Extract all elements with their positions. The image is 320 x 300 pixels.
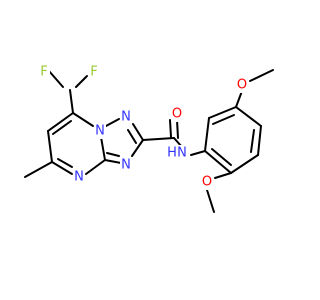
- bond-aryl-OMe-bottom: [214, 172, 232, 179]
- bond-Ccarbonyl-O: [169, 119, 172, 138]
- bond-N1-C2: [132, 123, 144, 141]
- bonds: [24, 69, 274, 213]
- bond-aryl-2-double: [212, 114, 235, 125]
- bond-N3-C3a-double: [106, 152, 120, 157]
- bond-Ccarbonyl-O-double: [176, 119, 179, 139]
- bond-C6-C5: [47, 130, 53, 163]
- atom-label-mask: [236, 77, 248, 93]
- atom-O-methoxy-top: O: [237, 78, 247, 93]
- atom-label-mask: [171, 106, 183, 122]
- atom-O-carbonyl: O: [172, 107, 182, 122]
- bond-C3a-N8: [100, 136, 106, 161]
- bond-N8-N1: [105, 118, 120, 127]
- atom-O-methoxy-bottom: O: [202, 175, 212, 190]
- bond-OMe-bottom-methyl: [206, 189, 215, 213]
- atom-H-amide: H: [167, 146, 177, 161]
- bond-aryl-OMe-top: [235, 90, 243, 108]
- atom-F2: F: [90, 65, 97, 80]
- bond-aryl-3: [235, 106, 262, 127]
- atom-N-triazole-top: N: [121, 110, 131, 125]
- atom-label-mask: [73, 169, 85, 185]
- bond-N3-C3a: [104, 159, 122, 164]
- bond-C5-N4-double: [57, 158, 73, 168]
- bond-aryl-5: [230, 154, 259, 174]
- atom-label-mask: [120, 157, 132, 173]
- atom-label-mask: [94, 123, 106, 139]
- canvas-background: [0, 0, 300, 300]
- bond-N-Caryl: [190, 150, 206, 156]
- bond-F2-CHF2: [75, 75, 88, 88]
- bond-N1-C2-double: [127, 129, 137, 144]
- atom-N-amide: N: [177, 146, 187, 161]
- atom-labels: F F N N N N N H O O O: [38, 64, 248, 190]
- bond-C5-N4: [51, 161, 73, 175]
- bond-aryl-4-double: [250, 129, 255, 153]
- atom-label-mask: [201, 174, 213, 190]
- bond-F1-CHF2: [48, 70, 64, 88]
- bond-aryl-1: [204, 117, 210, 152]
- bond-N8-C7: [72, 112, 94, 127]
- bond-aryl-6-double: [211, 148, 232, 166]
- atom-N-pyrimidine: N: [74, 170, 84, 185]
- bond-N4-C3a: [85, 159, 106, 175]
- bond-C2-N3: [131, 139, 144, 157]
- atom-label-mask: [38, 64, 50, 80]
- bond-OMe-top-methyl: [249, 69, 274, 82]
- bond-aryl-4: [257, 125, 262, 156]
- bond-C2-Ccarbonyl: [142, 137, 175, 141]
- bond-aryl-6: [204, 150, 232, 174]
- bond-aryl-2: [208, 106, 237, 119]
- atom-label-mask: [166, 145, 178, 161]
- atom-N-triazole-bottom: N: [121, 158, 131, 173]
- bond-CHF2-C7: [69, 89, 74, 114]
- atom-N-bridge: N: [95, 124, 105, 139]
- bond-C7-C6-double: [52, 120, 72, 135]
- atom-F1: F: [40, 65, 47, 80]
- atom-label-mask: [120, 109, 132, 125]
- molecule-structure: F F N N N N N H O O O: [0, 0, 300, 300]
- atom-label-mask: [176, 145, 188, 161]
- atom-label-mask: [88, 64, 100, 80]
- bond-C5-methyl: [24, 161, 53, 178]
- bond-C7-C6: [47, 112, 74, 132]
